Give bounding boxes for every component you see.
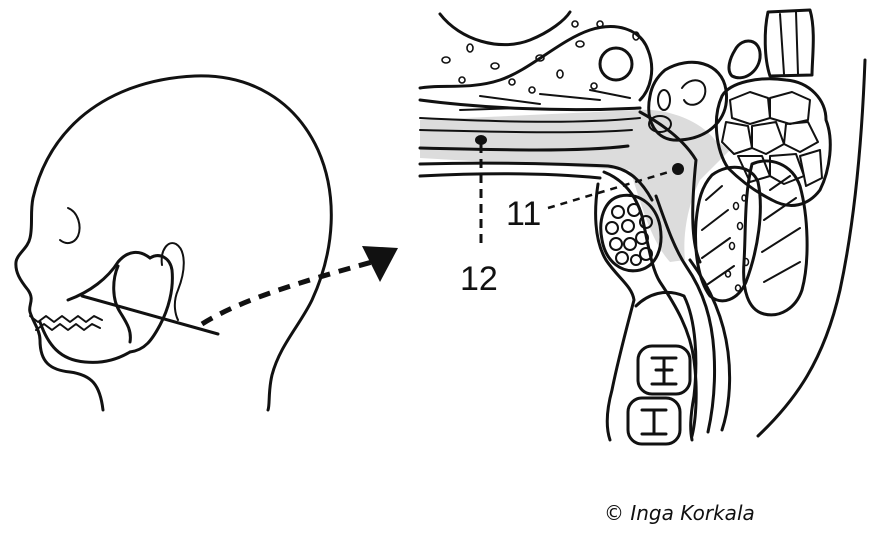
- palate-band-upper: [420, 100, 640, 110]
- credit-signature: © Inga Korkala: [604, 501, 755, 525]
- point-11: [672, 163, 684, 175]
- arrow-shaft: [202, 262, 372, 324]
- oral-wall-inner: [636, 292, 696, 440]
- condyle: [130, 256, 172, 352]
- lower-teeth: [36, 324, 100, 330]
- small-bone: [729, 41, 760, 78]
- lymph-mass-right: [744, 161, 807, 315]
- eye-socket: [60, 208, 80, 243]
- sinus-top: [440, 12, 570, 45]
- dashed-arrow: [202, 246, 398, 324]
- tooth-upper-crown: [652, 358, 676, 384]
- skull-jaw: [30, 252, 218, 362]
- ramus: [114, 266, 131, 342]
- section-line: [82, 296, 218, 334]
- vertebra-lines: [780, 12, 798, 74]
- atlas-cavity-1: [682, 80, 705, 105]
- tooth-lower-crown: [642, 410, 666, 434]
- cobblestones: [722, 92, 822, 186]
- soft-palate-lower: [420, 174, 600, 178]
- cheek-line: [68, 252, 150, 300]
- head-profile: [16, 76, 331, 410]
- upper-teeth: [30, 316, 102, 322]
- atlas-cavity-2: [658, 90, 670, 110]
- vertebra-top: [765, 10, 813, 76]
- sinus-cavity: [600, 48, 632, 80]
- label-11: 11: [506, 195, 541, 233]
- neck-outline: [758, 60, 865, 436]
- label-12: 12: [460, 260, 498, 298]
- point-12: [475, 135, 487, 145]
- cross-section: [420, 10, 865, 444]
